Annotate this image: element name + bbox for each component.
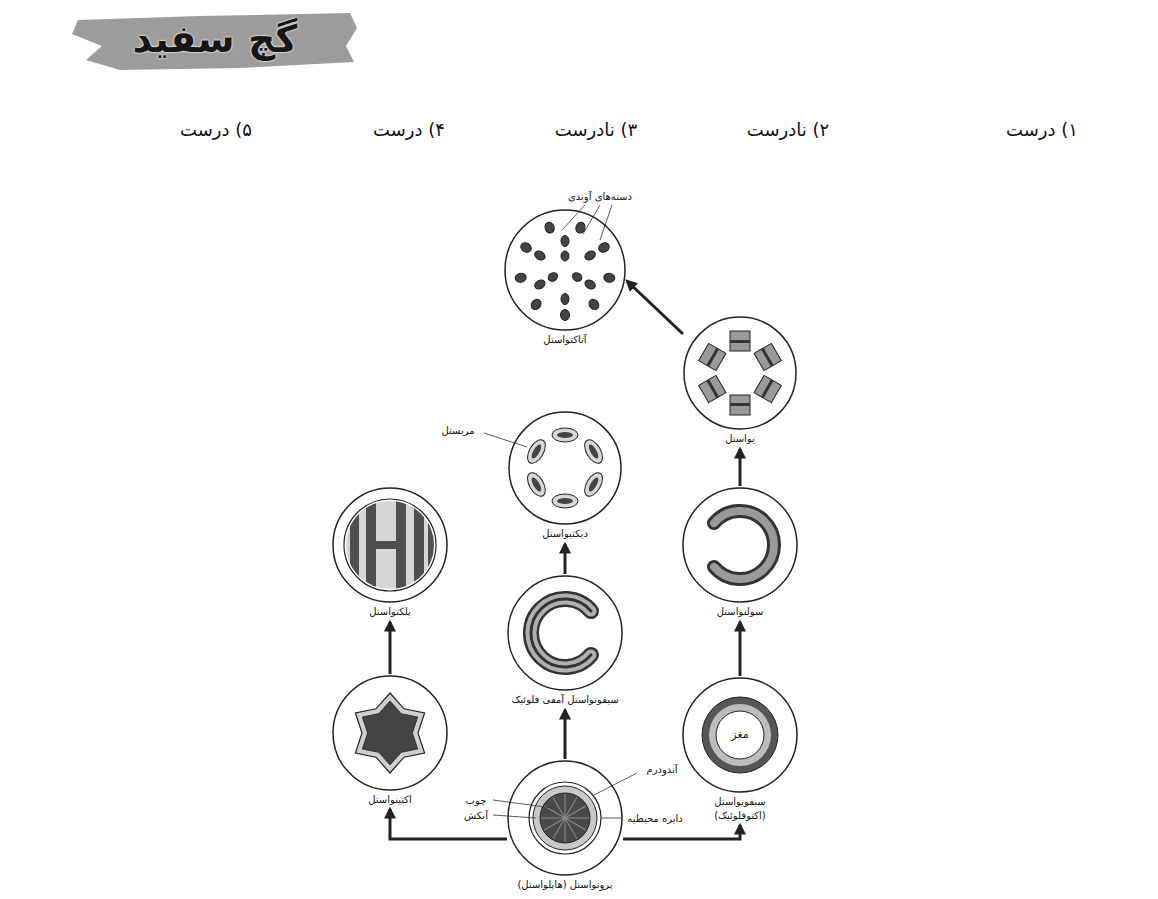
arrow-connector <box>390 809 507 839</box>
stele-name: اکتینواستل <box>368 793 412 807</box>
circle-outline <box>332 675 448 791</box>
part-label: چوب <box>465 794 488 807</box>
leader-lines <box>484 205 637 818</box>
circle-outline <box>507 760 623 876</box>
logo-brush <box>72 13 357 70</box>
amphiphloic-figure <box>531 599 591 667</box>
stele-name: سیفونواستل آمفی فلوئیک <box>511 693 618 707</box>
ectophloic-figure <box>702 697 778 773</box>
stele-circle: پروتواستل (هاپلواستل) <box>507 760 623 893</box>
stele-circle: آتاکتواستل <box>504 209 626 348</box>
protostele-figure <box>529 782 601 854</box>
part-label: دایره محیطیه <box>626 812 683 825</box>
circle-border <box>333 488 447 602</box>
circle-border <box>683 678 797 792</box>
stele-circle: سولنواستل <box>682 487 798 620</box>
arrow-connector <box>564 710 567 759</box>
arrow-connector <box>627 281 683 334</box>
arrow-connector <box>389 622 392 674</box>
circle-border <box>508 576 622 690</box>
circle-border <box>509 412 621 524</box>
part-label: دسته‌های آوندی <box>567 190 633 203</box>
arrow-connector <box>623 825 740 839</box>
answer-item: ۵) درست <box>180 118 252 141</box>
stele-name: سیفونواستل (اکتوفلوئیک) <box>695 795 785 823</box>
part-label: آندودرم <box>645 763 678 776</box>
actinostele-figure <box>355 693 424 773</box>
stele-circle: اکتینواستل <box>332 675 448 808</box>
stele-name: دیکتیواستل <box>542 527 588 541</box>
circle-border <box>333 676 447 790</box>
stele-circle: یواستل <box>683 316 797 447</box>
circle-border <box>508 761 622 875</box>
circle-outline <box>332 487 448 603</box>
answer-item: ۱) درست <box>1006 118 1078 141</box>
arrow-connector <box>564 544 567 574</box>
plectostele-figure <box>344 495 436 595</box>
stele-circle: پلکتواستل <box>332 487 448 620</box>
circle-border <box>505 210 625 330</box>
circle-outline <box>683 316 797 430</box>
circle-outline <box>507 575 623 691</box>
stele-name: پلکتواستل <box>369 605 411 619</box>
circle-outline <box>504 209 626 331</box>
circle-border <box>683 488 797 602</box>
stele-circle: سیفونواستل آمفی فلوئیک <box>507 575 623 708</box>
stele-name: سولنواستل <box>717 605 764 619</box>
answer-item: ۴) درست <box>373 118 445 141</box>
answer-item: ۲) نادرست <box>747 118 829 141</box>
circle-outline <box>682 487 798 603</box>
solenostele-figure <box>714 511 774 579</box>
arrow-connector <box>739 622 742 676</box>
stele-circle: سیفونواستل (اکتوفلوئیک) <box>682 677 798 824</box>
part-label: مغز <box>730 728 749 742</box>
stele-name: یواستل <box>725 432 755 446</box>
circle-border <box>684 317 796 429</box>
answer-item: ۳) نادرست <box>555 118 637 141</box>
part-label: آبکش <box>463 809 489 822</box>
circle-outline <box>508 411 622 525</box>
stele-name: پروتواستل (هاپلواستل) <box>517 878 612 892</box>
part-label: مریستل <box>440 424 475 437</box>
stele-circle: دیکتیواستل <box>508 411 622 542</box>
atactostele-figure <box>512 219 617 324</box>
stele-name: آتاکتواستل <box>543 333 586 347</box>
dictyostele-figure <box>524 428 606 508</box>
logo-watermark: گچ سفید <box>133 15 298 64</box>
eustele-figure <box>699 331 782 415</box>
arrow-connector <box>739 449 742 486</box>
